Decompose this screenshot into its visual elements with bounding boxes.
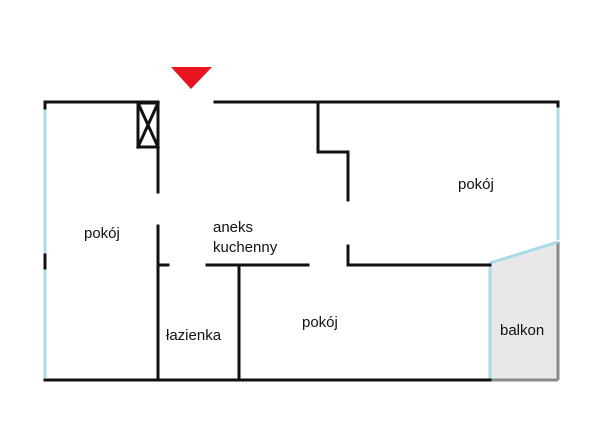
room-label-kuchenny: kuchenny [213, 239, 278, 256]
ventilation-shaft-icon [136, 101, 160, 149]
windows [43, 106, 560, 378]
room-label-lazienka: łazienka [166, 327, 222, 344]
room-label-aneks: aneks [213, 219, 253, 236]
walls [43, 100, 560, 382]
balcony [488, 240, 560, 382]
room-label-balkon: balkon [500, 322, 544, 339]
room-label-pokoj-bottom: pokój [302, 314, 338, 331]
room-label-pokoj-left: pokój [84, 225, 120, 242]
entrance-arrow-icon [171, 67, 212, 89]
room-label-pokoj-right: pokój [458, 176, 494, 193]
